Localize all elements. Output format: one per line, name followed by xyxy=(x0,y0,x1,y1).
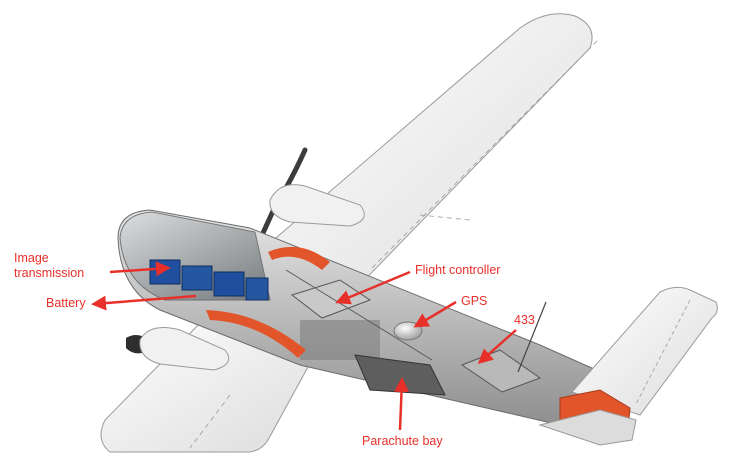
left-wing-root-fairing xyxy=(206,310,306,358)
label-parachute-bay: Parachute bay xyxy=(362,434,443,448)
right-nacelle xyxy=(269,184,365,227)
arrow-flight-controller xyxy=(335,270,411,305)
right-wing-root-fairing xyxy=(268,246,330,270)
left-wing-aileron-lines xyxy=(189,394,231,449)
label-433: 433 xyxy=(514,313,535,327)
arrow-gps xyxy=(413,300,457,328)
vertical-stabilizer xyxy=(571,286,718,416)
label-flight-controller: Flight controller xyxy=(415,263,501,277)
battery-pack xyxy=(149,259,269,301)
arrow-battery xyxy=(91,294,197,311)
label-image-transmission-line2: transmission xyxy=(14,266,85,280)
parachute-bay xyxy=(354,354,446,396)
right-wing xyxy=(261,13,593,301)
arrow-image-transmission xyxy=(109,261,171,277)
radio-433-antenna xyxy=(517,301,547,373)
wing-spar-line xyxy=(285,269,433,361)
label-image-transmission-line1: Image xyxy=(14,251,49,265)
label-battery: Battery xyxy=(46,296,86,310)
label-image-transmission: Image transmission xyxy=(14,251,110,281)
left-nacelle xyxy=(139,327,230,371)
arrow-parachute-bay xyxy=(394,377,410,431)
label-gps: GPS xyxy=(461,294,488,308)
rudder-line xyxy=(635,299,691,405)
avionics-tray xyxy=(300,320,380,360)
arrow-433 xyxy=(477,329,517,364)
horizontal-stabilizer xyxy=(538,409,637,446)
flight-controller-board xyxy=(290,279,372,319)
